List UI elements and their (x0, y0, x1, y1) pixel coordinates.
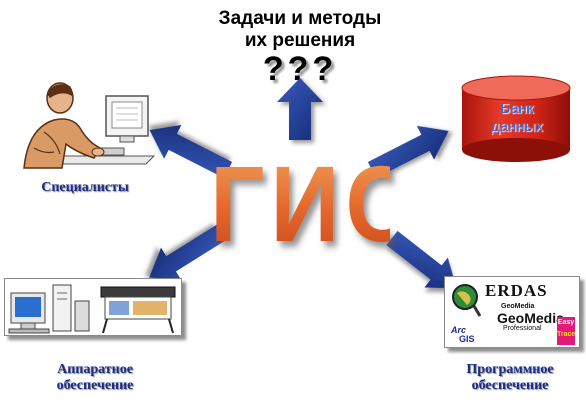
tasks-title-line2: их решения (244, 30, 356, 51)
workstation-icon (8, 284, 90, 334)
geomedia-professional: Professional (503, 325, 542, 332)
easytrace-logo: Easy Trace (557, 317, 575, 345)
software-frame: ERDAS GeoMedia GeoMedia Professional Arc… (444, 276, 580, 348)
database-label: Банк данных (462, 100, 572, 136)
plotter-icon (100, 286, 176, 334)
easy-text: Easy (557, 319, 575, 326)
hardware-label-line2: обеспечение (56, 378, 134, 393)
database-cylinder-icon (461, 75, 571, 162)
arrow-to-specialists-icon (149, 124, 233, 179)
hardware-illustration (8, 284, 176, 334)
software-label-line2: обеспечение (471, 378, 549, 393)
magnifier-globe-icon (452, 284, 481, 317)
hardware-label-line1: Аппаратное (57, 362, 133, 377)
software-label-line1: Программное (466, 362, 554, 377)
specialists-label: Специалисты (41, 180, 129, 195)
arc-logo: Arc (451, 325, 467, 335)
gis-logo: GIS (459, 334, 475, 344)
hardware-label: Аппаратное обеспечение (20, 362, 170, 394)
arrow-to-hardware-icon (149, 224, 227, 280)
arrow-to-software-icon (386, 230, 457, 289)
geomedia-small-logo: GeoMedia (501, 303, 535, 310)
database-label-line2: данных (491, 118, 543, 135)
erdas-logo: ERDAS (485, 281, 548, 300)
hardware-frame (4, 278, 182, 336)
database-label-line1: Банк (500, 100, 534, 117)
arrow-to-database-icon (367, 125, 449, 179)
tasks-title-line1: Задачи и методы (218, 8, 382, 29)
tasks-title: Задачи и методы их решения (190, 8, 410, 52)
software-label: Программное обеспечение (440, 362, 580, 394)
up-arrow-icon (277, 78, 323, 140)
geomedia-logo: GeoMedia (497, 310, 564, 326)
trace-text: Trace (557, 331, 576, 338)
gis-title: ГИС (210, 143, 415, 266)
user-at-computer-icon (23, 82, 156, 169)
